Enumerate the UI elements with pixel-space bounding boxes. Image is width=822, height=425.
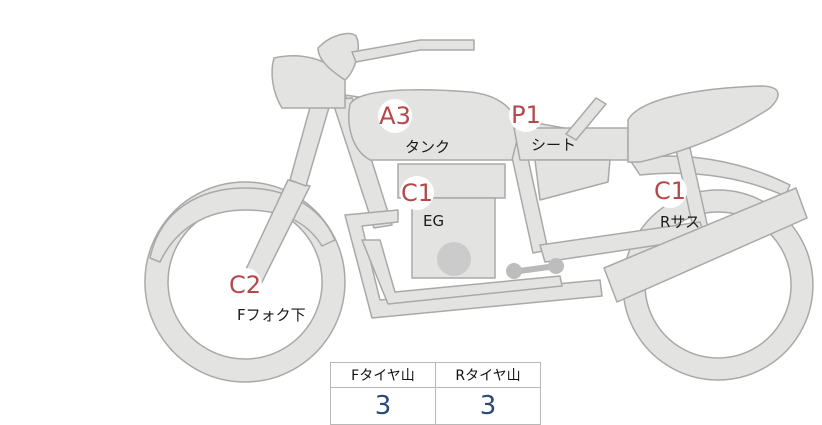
exhaust-pipe-2 [361, 239, 563, 305]
front-tire-value: 3 [330, 387, 436, 425]
tire-tread-table: Fタイヤ山 Rタイヤ山 3 3 [330, 362, 541, 425]
exhaust-pipe [344, 209, 603, 319]
rear-tire-header: Rタイヤ山 [435, 362, 541, 388]
mirror-stem [351, 39, 475, 63]
marker-seat: P1 [509, 98, 543, 132]
label-tank: タンク [405, 138, 451, 156]
marker-tank: A3 [378, 99, 412, 133]
marker-front-fork: C2 [228, 268, 262, 302]
marker-rear-suspension: C1 [653, 174, 687, 208]
marker-engine: C1 [400, 176, 434, 210]
rear-tire-value: 3 [435, 387, 541, 425]
label-engine: EG [423, 212, 445, 230]
front-fender [149, 187, 336, 263]
muffler [603, 187, 808, 303]
label-front-fork: Fフォク下 [237, 306, 306, 324]
shift-end-right [548, 258, 564, 274]
label-rear-suspension: Rサス [660, 213, 701, 231]
side-cover [534, 159, 611, 201]
fork-upper [289, 99, 331, 187]
label-seat: シート [531, 136, 577, 154]
engine-block [411, 197, 496, 279]
shift-end-left [506, 263, 522, 279]
rear-cowl [627, 85, 779, 163]
front-tire-header: Fタイヤ山 [330, 362, 436, 388]
steering-head [565, 97, 607, 141]
engine-dot [437, 242, 471, 276]
